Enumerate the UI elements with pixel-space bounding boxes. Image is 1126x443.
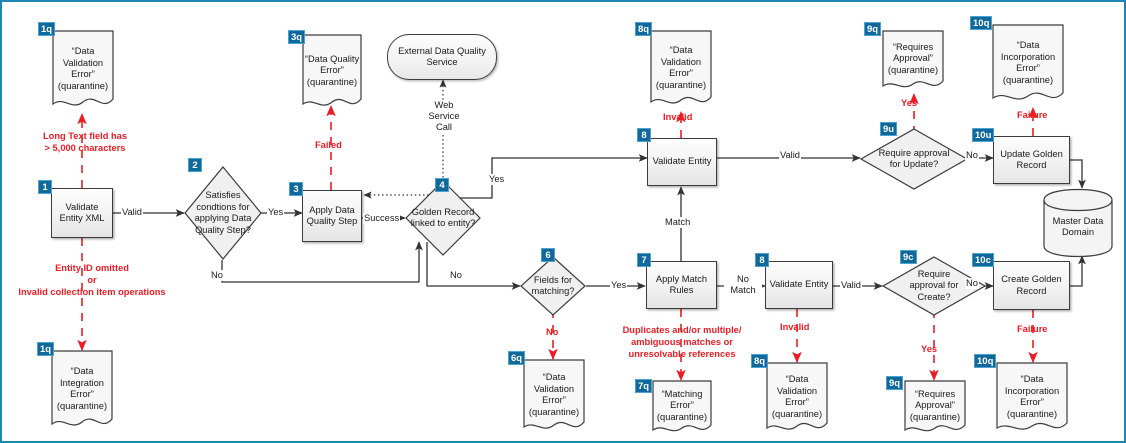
edge-label-duplicates-7: Duplicates and/or multiple/ambiguous mat…	[622, 325, 742, 359]
node-9c-require-approval-create[interactable]: Require approval for Create?	[882, 256, 986, 316]
node-label: Fields for matching?	[531, 274, 575, 297]
edge-label-failure-10c: Failure	[1017, 324, 1048, 334]
node-label: “Data Validation Error” (quarantine)	[57, 46, 109, 91]
node-label: Require approval for Create?	[909, 268, 959, 302]
node-label: “Data Integration Error” (quarantine)	[56, 366, 108, 411]
badge-9q-top: 9q	[864, 22, 882, 36]
node-label: “Data Validation Error” (quarantine)	[528, 372, 580, 417]
edge-label-yes-9u: Yes	[901, 98, 918, 108]
node-9q-bottom-requires-approval[interactable]: “Requires Approval” (quarantine)	[904, 380, 966, 438]
node-8q-top-data-validation-error[interactable]: “Data Validation Error” (quarantine)	[650, 30, 712, 112]
node-label: Apply Data Quality Step	[306, 204, 358, 227]
badge-1: 1	[38, 180, 52, 194]
badge-6q: 6q	[508, 351, 526, 365]
node-3-apply-data-quality-step[interactable]: Apply Data Quality Step	[302, 190, 362, 242]
node-label: Validate Entity	[652, 156, 712, 167]
node-9q-top-requires-approval[interactable]: “Requires Approval” (quarantine)	[882, 30, 944, 94]
node-1-validate-entity-xml[interactable]: Validate Entity XML	[51, 188, 113, 238]
badge-1q-top: 1q	[38, 22, 56, 36]
edge-label-match-7: Match	[664, 217, 692, 228]
node-label: Update Golden Record	[1000, 148, 1063, 171]
edge-label-no-6: No	[546, 327, 559, 337]
edge-label-yes-4: Yes	[488, 174, 506, 185]
edge-label-no-4: No	[449, 270, 463, 281]
node-label: “Matching Error” (quarantine)	[656, 388, 708, 422]
node-9u-require-approval-update[interactable]: Require approval for Update?	[860, 128, 968, 190]
badge-4: 4	[435, 178, 449, 192]
node-label: Apply Match Rules	[655, 273, 708, 296]
node-label: Master Data Domain	[1052, 215, 1104, 238]
edge-label-invalid-8-top: Invalid	[663, 112, 693, 122]
node-label: Create Golden Record	[1001, 274, 1062, 296]
node-label: Satisfies condtions for applying Data Qu…	[194, 190, 252, 235]
edge-label-no-9u: No	[965, 150, 979, 161]
node-6-fields-for-matching[interactable]: Fields for matching?	[520, 256, 586, 316]
edge-label-failure-10u: Failure	[1017, 110, 1048, 120]
node-label: “Data Validation Error” (quarantine)	[771, 374, 823, 419]
edge-label-yes-6: Yes	[610, 280, 628, 291]
node-8q-bottom-data-validation-error[interactable]: “Data Validation Error” (quarantine)	[766, 362, 828, 438]
edge-label-valid-1: Valid	[121, 207, 143, 218]
node-7-apply-match-rules[interactable]: Apply Match Rules	[646, 261, 717, 309]
node-2-satisfies-conditions[interactable]: Satisfies condtions for applying Data Qu…	[184, 166, 262, 260]
node-label: “Data Incorporation Error” (quarantine)	[1004, 374, 1060, 419]
edge-label-long-text: Long Text field has> 5,000 characters	[42, 131, 128, 153]
node-7q-matching-error[interactable]: “Matching Error” (quarantine)	[652, 380, 712, 438]
node-label: Validate Entity	[769, 279, 829, 290]
node-label: “Data Incorporation Error” (quarantine)	[1000, 40, 1056, 85]
node-label: Require approval for Update?	[878, 147, 950, 170]
badge-1q-bottom: 1q	[37, 342, 55, 356]
node-label: “Requires Approval” (quarantine)	[887, 41, 939, 75]
node-label: External Data Quality Service	[398, 45, 486, 68]
node-master-data-domain[interactable]: Master Data Domain	[1042, 188, 1114, 258]
node-8-top-validate-entity[interactable]: Validate Entity	[647, 138, 717, 186]
node-1q-data-integration-error[interactable]: “Data Integration Error” (quarantine)	[51, 350, 113, 434]
node-10c-create-golden-record[interactable]: Create Golden Record	[993, 261, 1070, 310]
badge-10q-top: 10q	[970, 16, 993, 30]
edge-label-no-2: No	[210, 270, 224, 281]
edge-label-failed-3: Failed	[315, 140, 342, 150]
badge-10u: 10u	[972, 128, 995, 142]
badge-7q: 7q	[635, 379, 653, 393]
node-label: “Data Quality Error” (quarantine)	[304, 53, 360, 87]
badge-3q: 3q	[288, 30, 306, 44]
node-label: “Requires Approval” (quarantine)	[909, 388, 961, 422]
badge-3: 3	[289, 182, 303, 196]
node-external-data-quality-service[interactable]: External Data Quality Service	[387, 34, 497, 80]
edge-label-no-9c: No	[965, 278, 979, 289]
edge-label-yes-9c: Yes	[921, 344, 938, 354]
badge-9q-bottom: 9q	[886, 376, 904, 390]
node-1q-data-validation-error[interactable]: “Data Validation Error” (quarantine)	[52, 30, 114, 114]
edge-label-success-3: Success	[363, 213, 401, 224]
node-label: Golden Record linked to entity?	[410, 206, 476, 229]
badge-10c: 10c	[972, 253, 994, 267]
node-10q-bottom-data-incorporation-error[interactable]: “Data Incorporation Error” (quarantine)	[996, 362, 1068, 438]
badge-7: 7	[637, 253, 651, 267]
badge-8q-bottom: 8q	[751, 354, 769, 368]
node-8-bottom-validate-entity[interactable]: Validate Entity	[765, 261, 833, 309]
badge-10q-bottom: 10q	[974, 354, 997, 368]
node-10u-update-golden-record[interactable]: Update Golden Record	[993, 136, 1070, 184]
edge-label-invalid-8-bottom: Invalid	[780, 322, 810, 332]
node-10q-top-data-incorporation-error[interactable]: “Data Incorporation Error” (quarantine)	[992, 24, 1064, 108]
node-label: “Data Validation Error” (quarantine)	[655, 45, 707, 90]
edge-label-valid-8-bottom: Valid	[840, 280, 862, 291]
badge-8-top: 8	[637, 128, 651, 142]
badge-8-bottom: 8	[755, 253, 769, 267]
node-3q-data-quality-error[interactable]: “Data Quality Error” (quarantine)	[302, 34, 362, 114]
badge-6: 6	[541, 248, 555, 262]
badge-9u: 9u	[880, 122, 898, 136]
badge-2: 2	[188, 158, 202, 172]
node-label: Validate Entity XML	[59, 201, 105, 224]
badge-9c: 9c	[900, 250, 917, 264]
edge-label-yes-2: Yes	[267, 207, 285, 218]
badge-8q-top: 8q	[635, 22, 653, 36]
node-4-golden-record-linked[interactable]: Golden Record linked to entity?	[405, 180, 481, 256]
edge-label-valid-8-top: Valid	[779, 150, 801, 161]
node-6q-data-validation-error[interactable]: “Data Validation Error” (quarantine)	[523, 359, 585, 437]
